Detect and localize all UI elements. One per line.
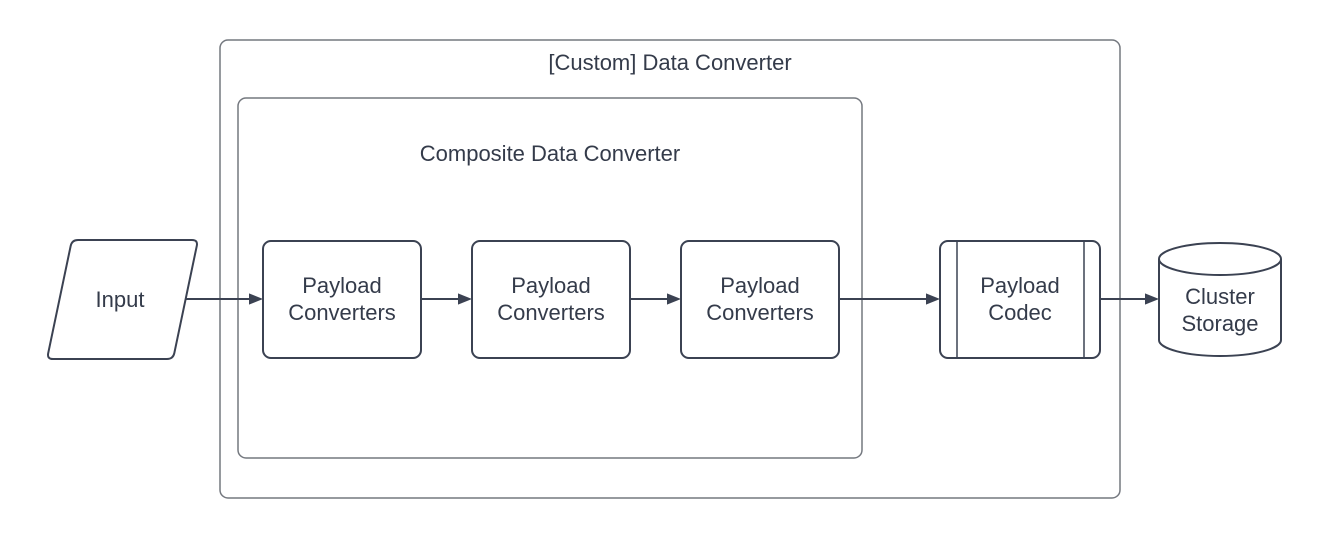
payload-converters-2-shape <box>471 240 631 359</box>
payload-codec-label-line1: Payload <box>980 273 1060 298</box>
payload-converters-1-shape <box>262 240 422 359</box>
payload-converters-1-label-line2: Converters <box>288 300 396 325</box>
arrowhead-converter2-to-converter3 <box>667 293 681 305</box>
shape-label-group: Input Payload Converters Payload Convert… <box>96 273 1259 336</box>
payload-converters-2-label-line1: Payload <box>511 273 591 298</box>
payload-converters-3-label-line2: Converters <box>706 300 814 325</box>
custom-data-converter-container <box>219 39 1121 499</box>
arrowhead-converter3-to-codec <box>926 293 940 305</box>
composite-data-converter-title: Composite Data Converter <box>420 141 680 166</box>
shape-group <box>47 239 1282 360</box>
arrowhead-group <box>249 293 1159 305</box>
cluster-storage-cylinder-top-curve <box>1158 258 1282 276</box>
cluster-storage-label-line2: Storage <box>1181 311 1258 336</box>
arrowhead-codec-to-storage <box>1145 293 1159 305</box>
payload-codec-label-line2: Codec <box>988 300 1052 325</box>
container-group <box>219 39 1121 499</box>
container-title-group: [Custom] Data Converter Composite Data C… <box>420 50 792 166</box>
cluster-storage-label-line1: Cluster <box>1185 284 1255 309</box>
arrowhead-converter1-to-converter2 <box>458 293 472 305</box>
input-parallelogram-shape <box>47 239 198 360</box>
arrowhead-input-to-converter1 <box>249 293 263 305</box>
composite-data-converter-container <box>237 97 863 459</box>
payload-converters-1-label-line1: Payload <box>302 273 382 298</box>
input-label: Input <box>96 287 145 312</box>
custom-data-converter-title: [Custom] Data Converter <box>548 50 791 75</box>
payload-converters-3-label-line1: Payload <box>720 273 800 298</box>
payload-codec-shape <box>939 240 1101 359</box>
payload-converters-3-shape <box>680 240 840 359</box>
cluster-storage-cylinder-body <box>1158 242 1282 357</box>
payload-converters-2-label-line2: Converters <box>497 300 605 325</box>
